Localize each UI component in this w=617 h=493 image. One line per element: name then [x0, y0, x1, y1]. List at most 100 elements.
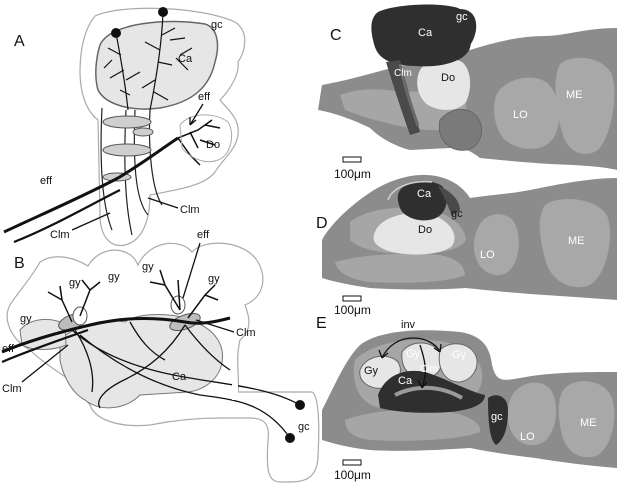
panel-e-gc: [488, 395, 508, 445]
panel-d-letter: D: [316, 215, 328, 232]
panel-e-label-gc: gc: [491, 411, 503, 423]
panel-b-label-gy-1: gy: [142, 261, 154, 273]
panel-d-me: [539, 198, 610, 288]
panel-a-disc-2: [102, 143, 152, 157]
panel-b-arrow-clm-right: [195, 319, 235, 333]
panel-d-inner-ring: [387, 180, 433, 201]
panel-a-label-clm-left: Clm: [50, 229, 70, 241]
panel-c-outline-1: [438, 109, 482, 151]
panel-c-letter: C: [330, 27, 342, 44]
panel-e-lower-region: [345, 410, 481, 441]
panel-c-label-clm: Clm: [394, 68, 412, 79]
panel-d-label-do: Do: [418, 224, 432, 236]
panel-a-calyx: [95, 20, 219, 110]
panel-b-label-eff-top: eff: [197, 229, 210, 241]
panel-b-label-gy-4: gy: [208, 273, 220, 285]
panel-b-kenyon-axons: [71, 321, 301, 439]
panel-e-label-ca: Ca: [398, 375, 413, 387]
panel-d-lower-region: [335, 253, 465, 283]
panel-d-lo: [473, 214, 519, 276]
panel-c: C Ca gc Clm Do LO ME 100μm: [318, 4, 617, 181]
panel-a-disc-4: [132, 127, 154, 137]
panel-c-label-do: Do: [441, 72, 455, 84]
panel-c-label-lo: LO: [513, 109, 528, 121]
panel-d-calyx: [397, 181, 447, 221]
panel-a-label-gc: gc: [211, 19, 223, 31]
panel-a: A: [3, 7, 246, 247]
panel-d-scale-bar: [342, 295, 362, 302]
panel-b-label-gc: gc: [298, 421, 310, 433]
panel-e-label-clm: Clm: [420, 364, 438, 375]
panel-b-cell-body-2: [285, 433, 295, 443]
panel-c-me: [555, 57, 615, 154]
panel-d-label-ca: Ca: [417, 188, 432, 200]
panel-b-arrow-eff: [182, 242, 201, 299]
panel-e-label-gy-3: Gy: [452, 349, 467, 361]
panel-b-cell-body-1: [295, 400, 305, 410]
panel-e-clm: [394, 385, 464, 400]
panel-a-label-eff-top: eff: [198, 91, 211, 103]
panel-e-me: [558, 381, 615, 458]
panel-e-scale-text: 100μm: [334, 468, 371, 482]
panel-c-label-gc: gc: [456, 11, 468, 23]
panel-a-letter: A: [14, 33, 25, 50]
panel-a-arrow-clm-left: [71, 212, 111, 231]
panel-c-clm: [386, 60, 420, 135]
panel-a-arrowhead-eff: [189, 117, 197, 126]
panel-b-dendrites: [47, 269, 219, 323]
panel-d-gc: [438, 186, 460, 216]
panel-d-scale-text: 100μm: [334, 303, 371, 317]
panel-c-scale-text: 100μm: [334, 167, 371, 181]
panel-b-lobes: [59, 314, 224, 409]
panel-c-scale-bar: [342, 156, 362, 163]
panel-b-label-clm-left: Clm: [2, 383, 22, 395]
panel-c-gc: [452, 8, 477, 53]
panel-b-label-gy-2: gy: [108, 271, 120, 283]
panel-e-label-gy-2: Gy: [406, 348, 421, 360]
panel-e-label-gy-1: Gy: [364, 365, 379, 377]
panel-a-label-eff-left: eff: [40, 175, 53, 187]
panel-b-label-clm-right: Clm: [236, 327, 256, 339]
panel-c-do: [417, 58, 471, 110]
panel-c-calyx: [371, 4, 472, 67]
panel-a-label-ca: Ca: [178, 53, 193, 65]
panel-a-arrow-clm-right: [147, 197, 179, 209]
panel-c-label-me: ME: [566, 89, 583, 101]
panel-d-label-gc: gc: [451, 208, 463, 220]
panel-c-lo: [494, 77, 560, 149]
panel-b-efferent-axon-2: [1, 328, 89, 364]
panel-b: B: [1, 229, 320, 483]
panel-a-label-clm-right: Clm: [180, 204, 200, 216]
panel-c-label-ca: Ca: [418, 27, 433, 39]
panel-b-break: [232, 384, 238, 400]
panel-b-label-gy-3: gy: [69, 277, 81, 289]
panel-e-lo: [507, 382, 557, 446]
panel-b-arrow-clm-left: [21, 344, 69, 383]
panel-e-scale-bar: [342, 459, 362, 466]
panel-e-label-me: ME: [580, 417, 597, 429]
panel-b-label-ca: Ca: [172, 371, 187, 383]
panel-a-neurites: [103, 11, 193, 111]
panel-b-label-gy-5: gy: [20, 313, 32, 325]
panel-a-efferent-axon-2: [13, 189, 121, 244]
panel-e-label-lo: LO: [520, 431, 535, 443]
panel-c-clm-2: [398, 63, 420, 127]
panel-a-do-region: [179, 114, 233, 163]
panel-b-letter: B: [14, 255, 25, 272]
panel-a-arrow-eff: [189, 103, 204, 126]
panel-e-label-inv: inv: [401, 319, 416, 331]
panel-a-efferent-axon: [3, 136, 179, 234]
panel-e-inv-arrows: [378, 337, 442, 389]
panel-d-label-me: ME: [568, 235, 585, 247]
panel-e-calyx: [378, 370, 485, 413]
panel-e-letter: E: [316, 315, 327, 332]
panel-e-gy-right: [438, 343, 478, 383]
panel-a-label-do: Do: [206, 139, 220, 151]
panel-a-disc-1: [102, 115, 152, 129]
panel-e: E inv Gy Gy Gy Ca Clm gc LO M: [316, 315, 617, 482]
panel-b-label-eff-left: eff: [2, 343, 15, 355]
panel-d: D Ca gc Do LO ME 100μm: [316, 174, 617, 317]
panel-d-label-lo: LO: [480, 249, 495, 261]
panel-d-do: [373, 212, 455, 255]
